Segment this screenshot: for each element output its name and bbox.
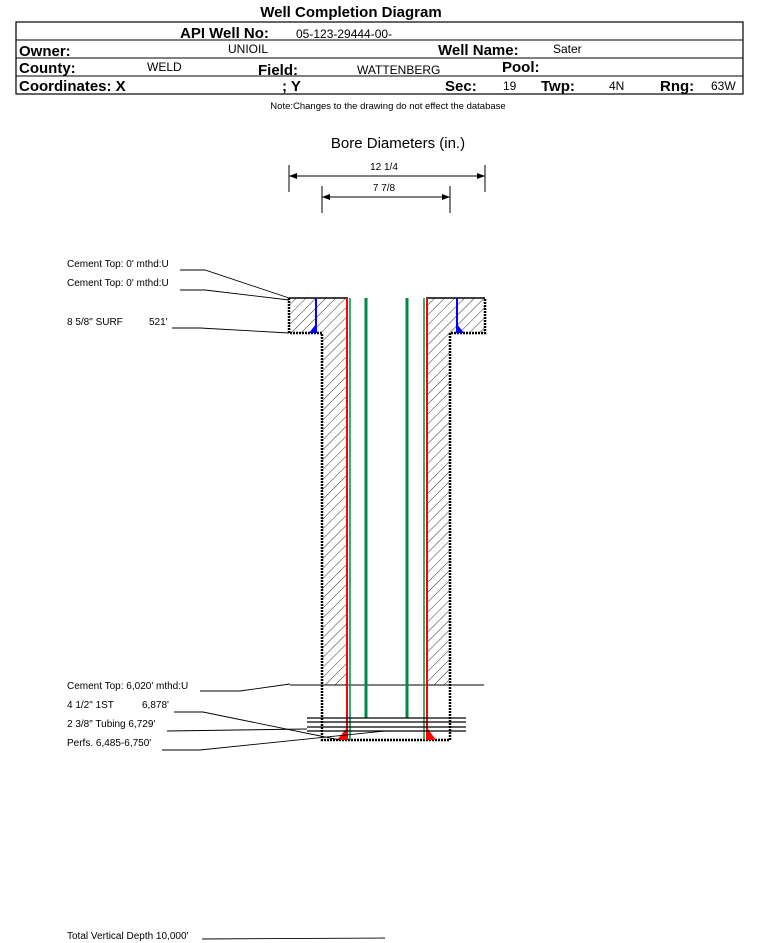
field-value: WATTENBERG [357, 63, 440, 77]
surface-casing-depth: 521' [149, 317, 168, 328]
well-name-value: Sater [553, 42, 582, 56]
perforations [307, 717, 466, 732]
owner-value: UNIOIL [228, 42, 268, 56]
bore-title: Bore Diameters (in.) [331, 135, 465, 152]
wellbore [287, 297, 487, 742]
county-label: County: [19, 60, 76, 77]
dim-surface-bore: 12 1/4 [370, 162, 398, 173]
rng-label: Rng: [660, 78, 694, 95]
field-label: Field: [258, 62, 298, 79]
well-name-label: Well Name: [438, 42, 519, 59]
twp-label: Twp: [541, 78, 575, 95]
coord-y-label: ; Y [282, 78, 301, 95]
header-table: API Well No: 05-123-29444-00- Owner: UNI… [15, 21, 744, 95]
sec-label: Sec: [445, 78, 477, 95]
perfs-label: Perfs. 6,485-6,750' [67, 738, 151, 749]
rng-value: 63W [711, 79, 736, 93]
production-casing-label: 4 1/2" 1ST [67, 700, 114, 711]
page-title: Well Completion Diagram [260, 4, 441, 21]
tubing-label: 2 3/8" Tubing 6,729' [67, 719, 155, 730]
twp-value: 4N [609, 79, 624, 93]
coord-x-label: Coordinates: X [19, 78, 126, 95]
note: Note:Changes to the drawing do not effec… [270, 101, 505, 112]
dim-production-bore: 7 7/8 [373, 183, 396, 194]
pool-label: Pool: [502, 59, 540, 76]
cement-top-label: Cement Top: 0' mthd:U [67, 278, 169, 289]
bore-dimensions: Bore Diameters (in.) 12 1/4 7 7/8 [288, 135, 486, 213]
county-value: WELD [147, 60, 182, 74]
production-casing-depth: 6,878' [142, 700, 169, 711]
cement-top-label: Cement Top: 0' mthd:U [67, 259, 169, 270]
cement-top-label: Cement Top: 6,020' mthd:U [67, 681, 188, 692]
sec-value: 19 [503, 79, 517, 93]
api-value: 05-123-29444-00- [296, 27, 392, 41]
annotation-leaders [162, 269, 386, 940]
api-label: API Well No: [180, 25, 269, 42]
tvd-label: Total Vertical Depth 10,000' [67, 931, 189, 942]
owner-label: Owner: [19, 43, 71, 60]
surface-casing-label: 8 5/8" SURF [67, 317, 123, 328]
